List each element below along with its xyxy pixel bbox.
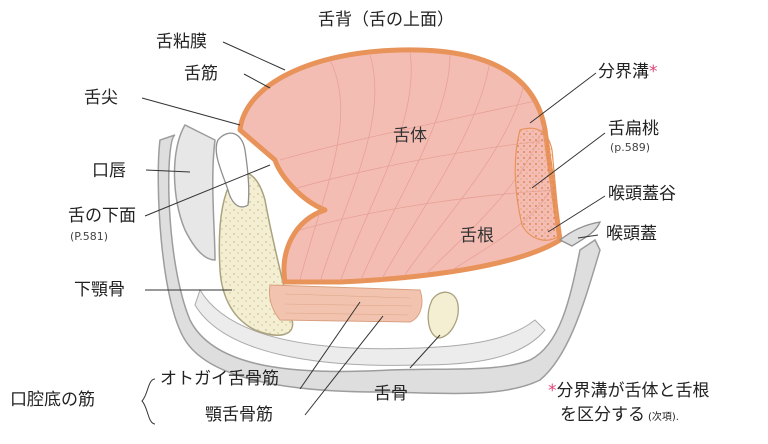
dorsum-label: 舌背（舌の上面） <box>318 12 454 29</box>
geniohyoid-label: オトガイ舌骨筋 <box>160 371 279 388</box>
lip-tissue <box>174 125 215 260</box>
lips-label: 口唇 <box>92 163 126 180</box>
vallecula-label: 喉頭蓋谷 <box>608 186 676 203</box>
terminal-sulcus-label: 分界溝* <box>598 64 658 81</box>
footnote-line2: を区分する(次項). <box>560 407 679 424</box>
floor-muscles-label: 口腔底の筋 <box>10 392 95 409</box>
lingual-tonsil-ref: (p.589) <box>610 142 650 153</box>
apex-label: 舌尖 <box>84 90 118 107</box>
muscle-label: 舌筋 <box>184 66 218 83</box>
asterisk-mark: * <box>649 62 658 82</box>
tongue-body-label: 舌体 <box>393 128 427 145</box>
hyoid-bone <box>428 292 458 338</box>
tooth <box>216 133 249 207</box>
tongue-root-label: 舌根 <box>460 228 494 245</box>
mandible-label: 下顎骨 <box>74 282 125 299</box>
mylohyoid-label: 顎舌骨筋 <box>205 407 273 424</box>
hyoid-label: 舌骨 <box>374 386 408 403</box>
footnote-line1: *分界溝が舌体と舌根 <box>548 383 710 400</box>
underside-label: 舌の下面 <box>68 208 136 225</box>
mucosa-label: 舌粘膜 <box>156 34 207 51</box>
floor-muscles <box>269 285 421 322</box>
underside-ref: (P.581) <box>70 231 108 242</box>
epiglottis-label: 喉頭蓋 <box>606 226 657 243</box>
lingual-tonsil-label: 舌扁桃 <box>608 121 659 138</box>
